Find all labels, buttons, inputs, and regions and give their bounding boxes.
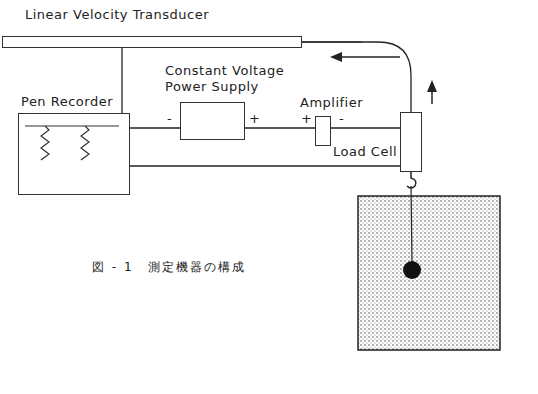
suspension-wire	[411, 186, 412, 262]
signal-wire	[121, 48, 122, 113]
recorder-pens	[19, 114, 129, 194]
sphere	[403, 261, 421, 279]
signal-wire	[130, 165, 400, 166]
instrument-box: Linear Velocity Transducer	[2, 36, 302, 48]
instrument-label: Pen Recorder	[21, 94, 113, 110]
polarity-sign: +	[249, 112, 260, 126]
polarity-sign: -	[339, 112, 344, 126]
water-tank	[358, 196, 500, 350]
instrument-box: Constant Voltage Power Supply	[180, 102, 245, 140]
instrument-box: Load Cell	[400, 112, 422, 172]
instrument-label: Constant Voltage Power Supply	[165, 63, 315, 95]
signal-wire	[245, 127, 315, 128]
polarity-sign: +	[301, 112, 312, 126]
signal-wire	[130, 127, 180, 128]
instrument-label: Linear Velocity Transducer	[25, 7, 209, 23]
motion-arrow	[334, 56, 400, 58]
polarity-sign: -	[167, 112, 172, 126]
hook	[407, 172, 416, 188]
instrument-label: Amplifier	[300, 95, 363, 111]
motion-arrowhead	[427, 80, 437, 92]
figure-caption: 図 - 1 測定機器の構成	[92, 260, 246, 274]
instrument-box: Pen Recorder	[18, 113, 130, 195]
motion-arrowhead	[330, 52, 342, 62]
instrument-label: Load Cell	[333, 144, 397, 160]
instrument-box: Amplifier	[315, 116, 331, 146]
signal-wire	[331, 127, 400, 128]
